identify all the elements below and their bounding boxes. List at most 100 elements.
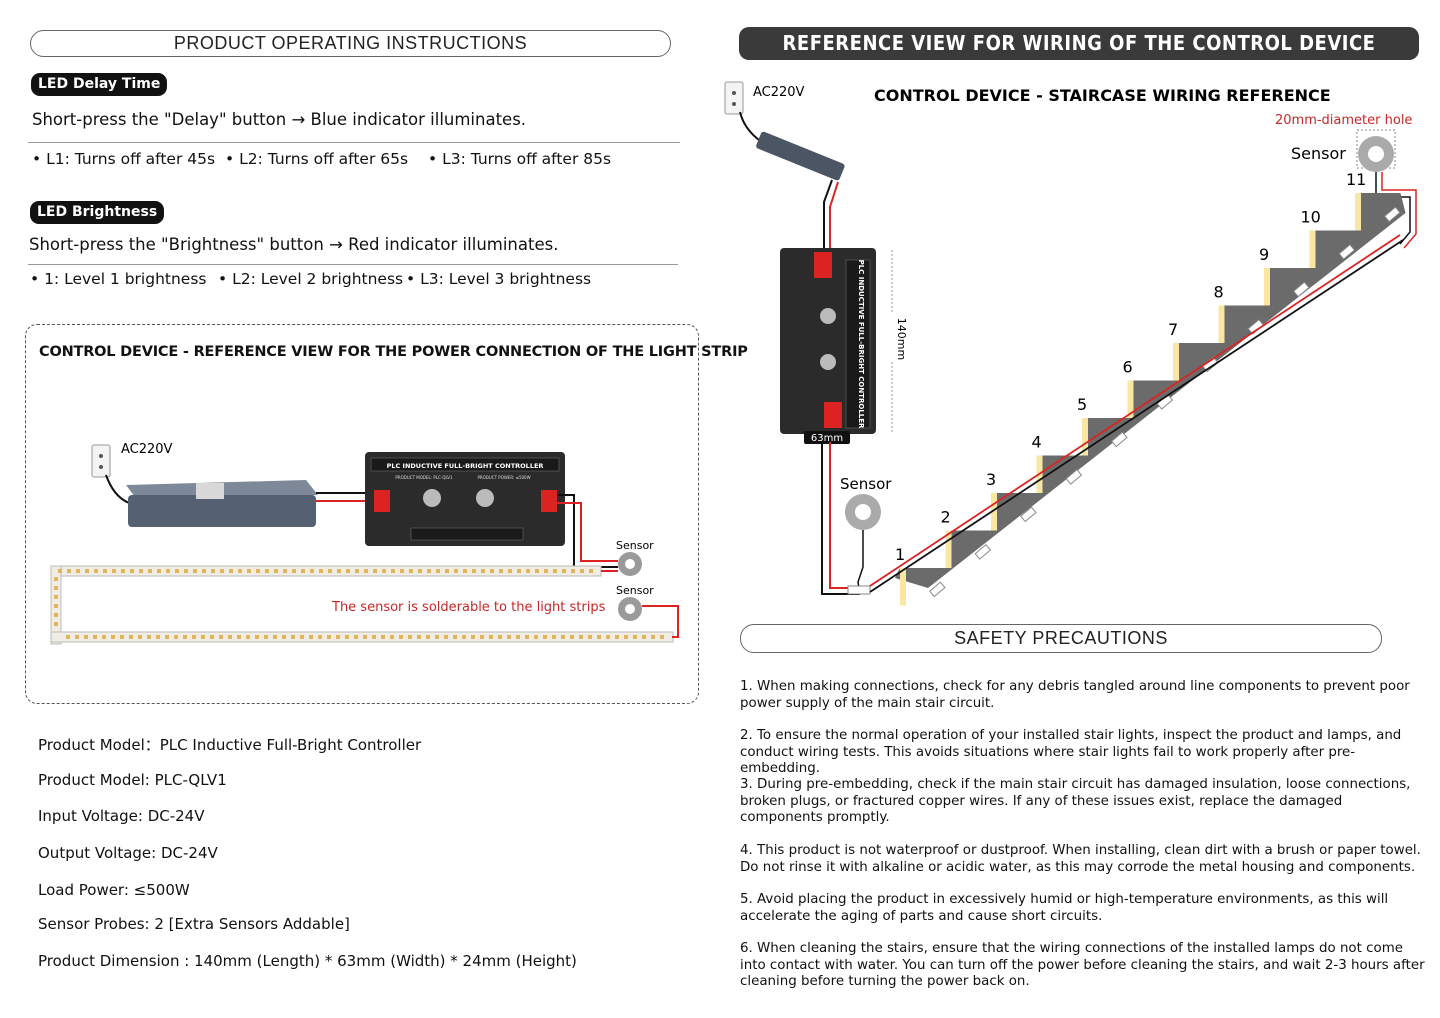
led-chip bbox=[273, 635, 277, 639]
step-light bbox=[1127, 380, 1134, 418]
led-chip bbox=[480, 635, 484, 639]
step-light bbox=[1264, 268, 1270, 306]
sensor-bottom-icon bbox=[845, 494, 881, 530]
led-chip bbox=[391, 569, 395, 573]
step-light bbox=[991, 493, 997, 531]
led-chip bbox=[192, 635, 196, 639]
led-chip bbox=[633, 635, 637, 639]
sensor-icon-1 bbox=[618, 552, 642, 576]
stair-controller-unit bbox=[780, 248, 876, 434]
led-chip bbox=[354, 635, 358, 639]
led-chip bbox=[435, 635, 439, 639]
led-chip bbox=[274, 569, 278, 573]
sensor-top-icon bbox=[1358, 136, 1394, 172]
led-chip bbox=[156, 635, 160, 639]
led-chip bbox=[309, 635, 313, 639]
led-chip bbox=[103, 569, 107, 573]
led-chip bbox=[498, 635, 502, 639]
led-chip bbox=[589, 569, 593, 573]
stair-ac-label: AC220V bbox=[753, 85, 805, 100]
solder-note: The sensor is solderable to the light st… bbox=[331, 600, 606, 615]
step-light bbox=[1173, 343, 1179, 381]
led-chip bbox=[319, 569, 323, 573]
delay-option-l3: • L3: Turns off after 85s bbox=[428, 150, 612, 168]
led-chip bbox=[660, 635, 664, 639]
step-connector bbox=[929, 581, 946, 598]
led-chip bbox=[544, 569, 548, 573]
step-number: 5 bbox=[1077, 395, 1087, 414]
led-chip bbox=[580, 569, 584, 573]
step-connector bbox=[1020, 506, 1037, 523]
led-chip bbox=[120, 635, 124, 639]
step-connector bbox=[1065, 468, 1083, 485]
step-light bbox=[1218, 305, 1225, 343]
dimension-length-label: 140mm bbox=[895, 318, 908, 360]
power-connection-diagram: CONTROL DEVICE - REFERENCE VIEW FOR THE … bbox=[25, 324, 748, 704]
spec-product-dimension: Product Dimension : 140mm (Length) * 63m… bbox=[38, 952, 577, 970]
led-chip bbox=[337, 569, 341, 573]
led-chip bbox=[535, 569, 539, 573]
step-connector bbox=[1338, 243, 1356, 260]
led-chip bbox=[264, 635, 268, 639]
led-chip bbox=[130, 569, 134, 573]
led-chip bbox=[147, 635, 151, 639]
led-chip bbox=[372, 635, 376, 639]
led-chip bbox=[427, 569, 431, 573]
led-chip bbox=[228, 635, 232, 639]
brightness-option-1: • 1: Level 1 brightness bbox=[30, 270, 207, 288]
led-chip bbox=[481, 569, 485, 573]
led-chip bbox=[102, 635, 106, 639]
led-chip bbox=[381, 635, 385, 639]
led-chip bbox=[508, 569, 512, 573]
led-chip bbox=[382, 569, 386, 573]
led-chip bbox=[165, 635, 169, 639]
led-chip bbox=[129, 635, 133, 639]
led-chip bbox=[265, 569, 269, 573]
led-chip bbox=[255, 635, 259, 639]
step-number: 9 bbox=[1259, 245, 1269, 264]
step-light bbox=[1309, 230, 1316, 268]
led-chip bbox=[363, 635, 367, 639]
led-chip bbox=[499, 569, 503, 573]
step-light bbox=[1355, 193, 1361, 231]
led-chip bbox=[409, 569, 413, 573]
led-chip bbox=[256, 569, 260, 573]
led-chip bbox=[193, 569, 197, 573]
brightness-divider bbox=[28, 264, 678, 265]
stair-diagram-title: CONTROL DEVICE - STAIRCASE WIRING REFERE… bbox=[874, 86, 1331, 105]
led-chip bbox=[54, 604, 58, 608]
step-number: 4 bbox=[1032, 433, 1042, 452]
led-chip bbox=[615, 635, 619, 639]
led-chip bbox=[66, 635, 70, 639]
stair-hole-note: 20mm-diameter hole bbox=[1275, 113, 1412, 128]
stair-sensor-top-label: Sensor bbox=[1291, 144, 1346, 163]
led-chip bbox=[54, 613, 58, 617]
spec-product-model: Product Model: PLC-QLV1 bbox=[38, 771, 227, 789]
led-chip bbox=[355, 569, 359, 573]
led-chip bbox=[543, 635, 547, 639]
led-chip bbox=[579, 635, 583, 639]
led-chip bbox=[408, 635, 412, 639]
led-chip bbox=[490, 569, 494, 573]
power-supply-unit bbox=[126, 480, 318, 527]
stair-power-supply bbox=[756, 131, 845, 181]
led-chip bbox=[345, 635, 349, 639]
safety-item-2: 2. To ensure the normal operation of you… bbox=[740, 728, 1402, 776]
step-connector bbox=[1384, 206, 1401, 223]
led-chip bbox=[292, 569, 296, 573]
led-chip bbox=[157, 569, 161, 573]
spec-load-power: Load Power: ≤500W bbox=[38, 881, 190, 899]
led-chip bbox=[246, 635, 250, 639]
step-number: 7 bbox=[1168, 320, 1178, 339]
power-controller-label: PLC INDUCTIVE FULL-BRIGHT CONTROLLER bbox=[387, 462, 544, 470]
led-chip bbox=[111, 635, 115, 639]
delay-instruction: Short-press the "Delay" button → Blue in… bbox=[32, 110, 527, 129]
stair-wire-black bbox=[869, 239, 1404, 593]
led-chip bbox=[364, 569, 368, 573]
led-chip bbox=[291, 635, 295, 639]
brightness-option-l3: • L3: Level 3 brightness bbox=[406, 270, 592, 288]
staircase-wiring-diagram: CONTROL DEVICE - STAIRCASE WIRING REFERE… bbox=[724, 81, 1417, 606]
delay-divider bbox=[28, 142, 680, 143]
led-chip bbox=[166, 569, 170, 573]
led-chip bbox=[210, 635, 214, 639]
